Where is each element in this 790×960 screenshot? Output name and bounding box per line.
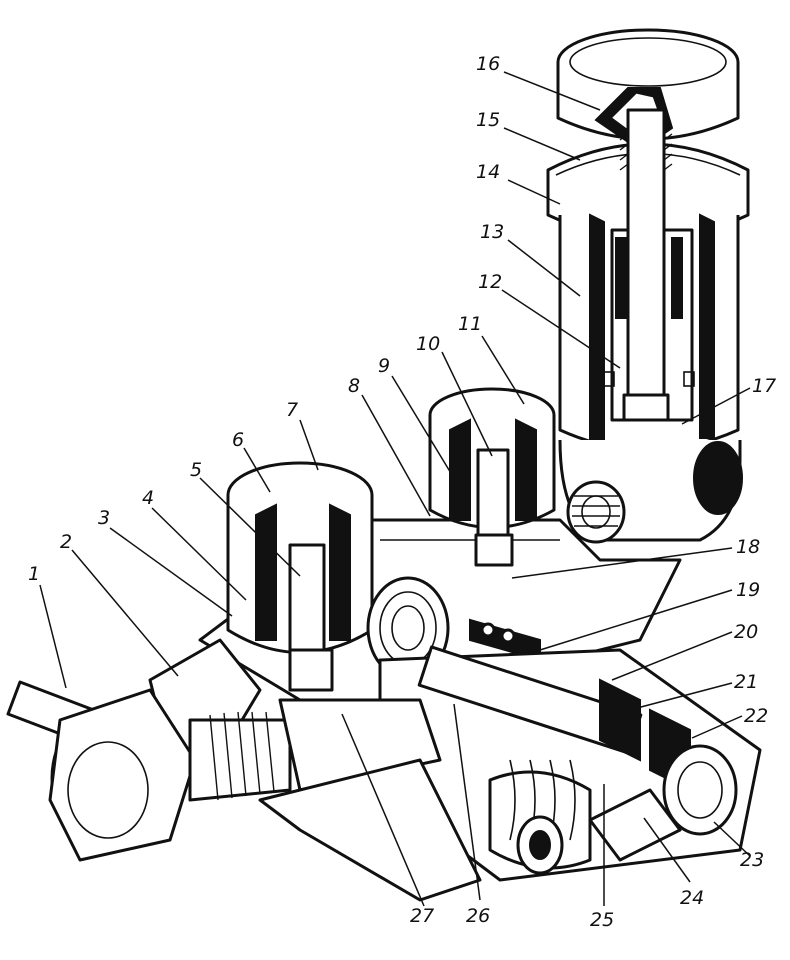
callout-24: 24 (680, 887, 704, 909)
callout-1: 1 (28, 563, 40, 585)
callout-23: 23 (740, 849, 764, 871)
callout-17: 17 (752, 375, 776, 397)
callout-15: 15 (476, 109, 500, 131)
callout-12: 12 (478, 271, 502, 293)
callout-22: 22 (744, 705, 768, 727)
callout-26: 26 (466, 905, 490, 927)
callout-27: 27 (410, 905, 434, 927)
callout-6: 6 (232, 429, 244, 451)
valve-assembly-right (428, 387, 556, 567)
callout-14: 14 (476, 161, 500, 183)
inlet-pipe-and-nut (6, 638, 482, 902)
callout-20: 20 (734, 621, 758, 643)
callout-13: 13 (480, 221, 504, 243)
callout-9: 9 (378, 355, 390, 377)
callout-11: 11 (458, 313, 482, 335)
callout-8: 8 (348, 375, 360, 397)
callout-7: 7 (286, 399, 298, 421)
callout-2: 2 (60, 531, 72, 553)
callout-labels: 1 2 3 4 5 6 7 8 9 10 11 12 13 14 15 16 1… (28, 53, 776, 931)
lower-cylinder (378, 645, 762, 882)
leader-lines (39, 71, 751, 907)
right-elbow-fitting (558, 439, 743, 544)
callout-21: 21 (734, 671, 758, 693)
callout-5: 5 (190, 459, 202, 481)
spring-chamber (366, 576, 541, 714)
upper-cap-assembly (546, 28, 750, 452)
callout-18: 18 (736, 536, 760, 558)
callout-3: 3 (98, 507, 110, 529)
callout-10: 10 (416, 333, 440, 355)
callout-16: 16 (476, 53, 500, 75)
callout-4: 4 (142, 487, 154, 509)
callout-19: 19 (736, 579, 760, 601)
callout-25: 25 (590, 909, 614, 931)
